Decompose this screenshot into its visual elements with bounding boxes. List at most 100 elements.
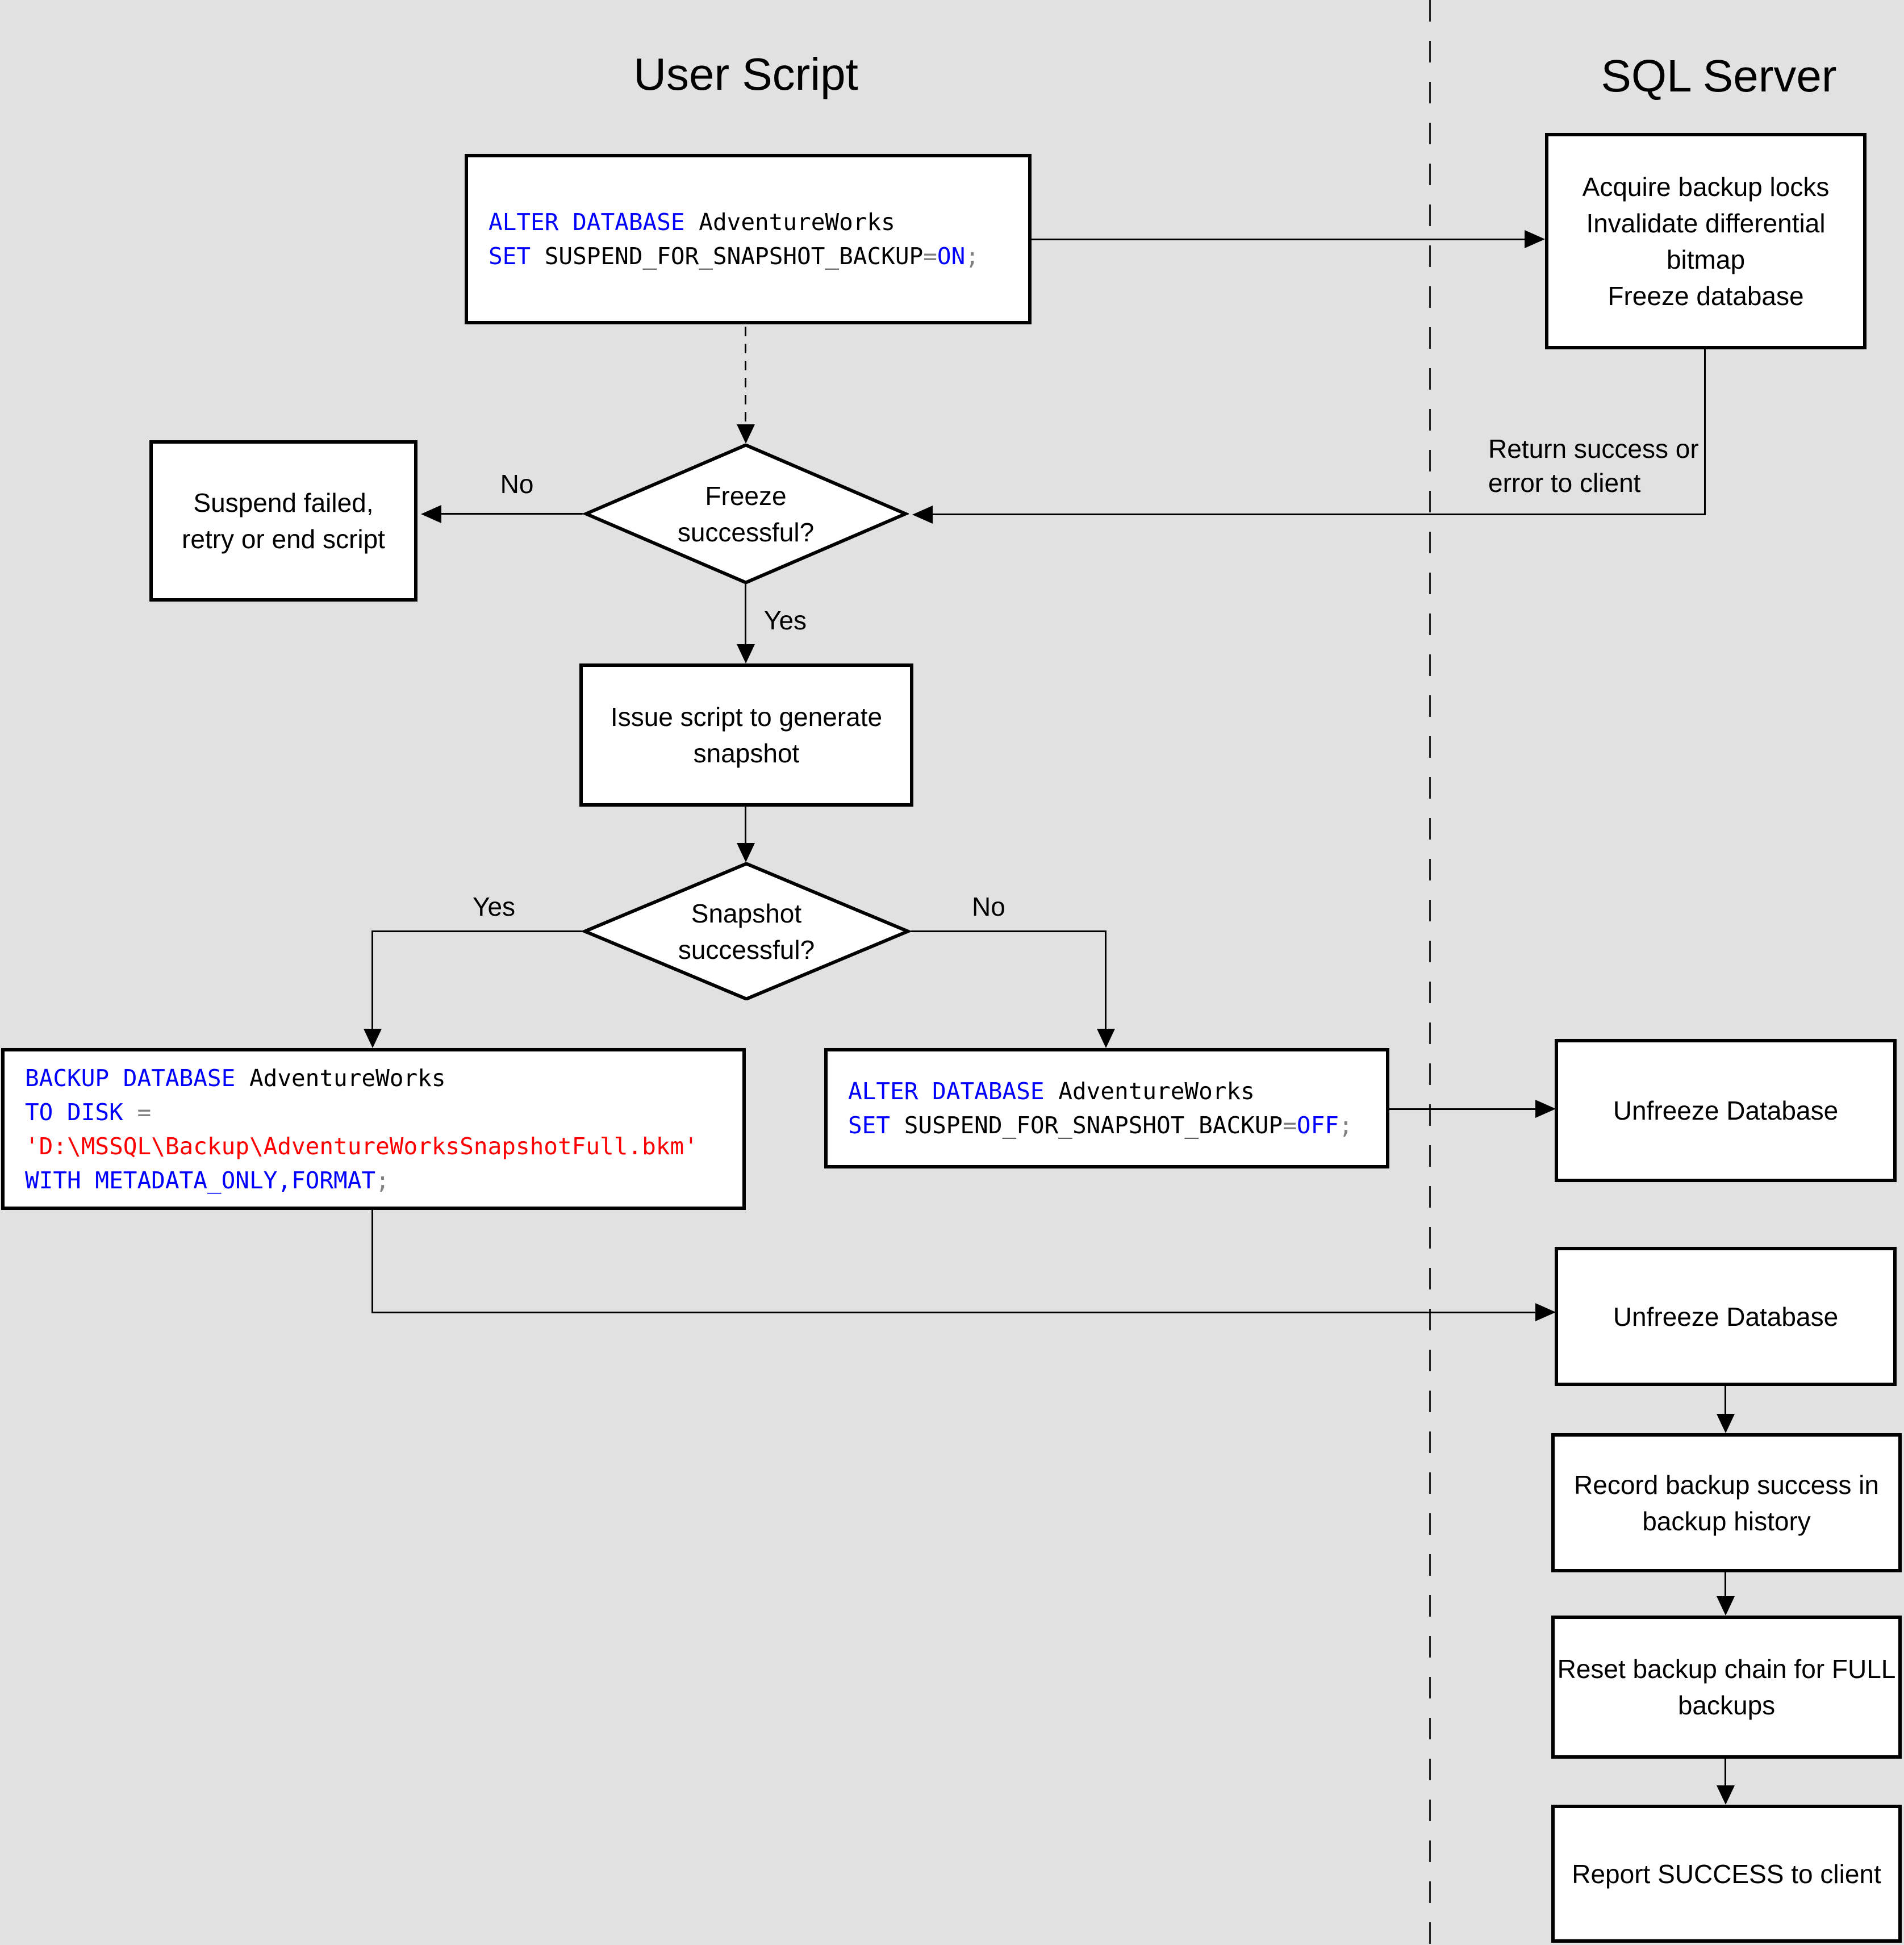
node-text: Suspend failed, [193,488,374,517]
arrowhead-into-freeze-decision [737,424,755,444]
sql-keyword: WITH METADATA_ONLY,FORMAT [25,1166,376,1194]
node-text: Reset backup chain for FULL [1557,1654,1896,1684]
edge-snapshot-no-horizontal [911,930,1106,932]
node-freeze-decision: Freeze successful? [583,444,909,584]
sql-keyword: ALTER DATABASE [488,208,685,236]
arrowhead-into-freeze-right [912,506,933,524]
node-suspend-failed: Suspend failed, retry or end script [149,440,417,602]
node-text: Unfreeze Database [1613,1096,1839,1125]
sql-operator: = [1283,1112,1297,1139]
node-text: backup history [1642,1506,1811,1536]
label-snapshot-yes: Yes [473,892,516,921]
node-text: Snapshot [691,898,802,928]
node-text: retry or end script [182,524,385,554]
arrowhead-into-acquire [1525,230,1545,248]
label-line: error to client [1488,468,1641,498]
node-text: successful? [677,517,815,547]
code-line: SET SUSPEND_FOR_SNAPSHOT_BACKUP=ON; [488,239,979,273]
sql-keyword: ALTER DATABASE [848,1078,1045,1105]
node-acquire-backup-locks: Acquire backup locks Invalidate differen… [1545,133,1867,349]
edge-return-status-vertical [1704,349,1706,515]
label-freeze-no: No [500,469,534,499]
sql-string: 'D:\MSSQL\Backup\AdventureWorksSnapshotF… [25,1132,698,1160]
node-reset-backup-chain: Reset backup chain for FULL backups [1551,1616,1902,1759]
node-text: Record backup success in [1574,1470,1879,1500]
edge-alteron-to-freeze [745,327,746,424]
label-line: Return success or [1488,434,1699,464]
node-record-backup-history: Record backup success in backup history [1551,1433,1902,1572]
edge-unfreeze2-to-record [1725,1386,1726,1415]
sql-identifier: SUSPEND_FOR_SNAPSHOT_BACKUP [531,243,924,270]
sql-keyword: TO DISK [25,1098,123,1126]
sql-operator: = [923,243,937,270]
node-text: Report SUCCESS to client [1572,1859,1881,1889]
sql-operator: ; [1338,1112,1353,1139]
sql-operator: = [137,1098,152,1126]
sql-identifier: AdventureWorks [1044,1078,1255,1105]
edge-alteron-to-acquire [1032,239,1525,240]
node-text: Invalidate differential [1586,208,1826,238]
arrowhead-into-record [1717,1414,1735,1433]
code-line: ALTER DATABASE AdventureWorks [848,1074,1255,1108]
node-text: Freeze [705,481,787,511]
sql-keyword: SET [848,1112,891,1139]
arrowhead-into-suspend [421,505,441,523]
sql-identifier: SUSPEND_FOR_SNAPSHOT_BACKUP [890,1112,1283,1139]
node-unfreeze-database-1: Unfreeze Database [1555,1039,1897,1182]
sql-identifier: AdventureWorks [235,1064,446,1092]
edge-record-to-reset [1725,1572,1726,1597]
node-text: successful? [678,934,815,965]
code-line: BACKUP DATABASE AdventureWorks [25,1061,446,1095]
label-freeze-yes: Yes [764,606,807,635]
node-alter-database-on: ALTER DATABASE AdventureWorks SET SUSPEN… [465,154,1032,324]
diamond-shape [583,444,909,584]
sql-identifier: AdventureWorks [684,208,895,236]
label-snapshot-no: No [972,892,1005,921]
edge-reset-to-report [1725,1759,1726,1787]
column-title-user-script: User Script [633,49,858,99]
sql-keyword: BACKUP DATABASE [25,1064,236,1092]
node-text: Freeze database [1607,281,1804,311]
node-snapshot-decision: Snapshot successful? [582,862,911,1000]
edge-snapshot-no-vertical [1105,930,1107,1030]
node-text: Issue script to generate [610,702,883,732]
edge-backup-down [371,1210,373,1313]
code-line: WITH METADATA_ONLY,FORMAT; [25,1163,390,1197]
node-alter-database-off: ALTER DATABASE AdventureWorks SET SUSPEN… [824,1048,1389,1168]
arrowhead-into-backup [364,1029,382,1048]
arrowhead-into-issue [737,644,755,663]
sql-keyword: SET [488,243,531,270]
code-line: TO DISK = [25,1095,151,1129]
sql-operator: ; [965,243,979,270]
edge-freeze-no [440,513,583,515]
sql-keyword: OFF [1296,1112,1339,1139]
code-line: 'D:\MSSQL\Backup\AdventureWorksSnapshotF… [25,1129,698,1163]
arrowhead-into-reset [1717,1596,1735,1616]
edge-return-status-horizontal [932,514,1706,515]
code-line: SET SUSPEND_FOR_SNAPSHOT_BACKUP=OFF; [848,1108,1353,1142]
node-backup-database: BACKUP DATABASE AdventureWorks TO DISK =… [1,1048,746,1210]
arrowhead-into-snapshot-decision [737,843,755,862]
edge-freeze-yes [745,584,746,645]
arrowhead-into-unfreeze1 [1535,1100,1556,1118]
node-text: Acquire backup locks [1582,172,1830,202]
arrowhead-into-alteroff [1097,1029,1115,1048]
node-text: Unfreeze Database [1613,1301,1839,1332]
node-text: snapshot [693,738,800,768]
arrowhead-into-unfreeze2 [1535,1303,1556,1321]
edge-snapshot-yes-horizontal [373,930,582,932]
arrowhead-into-report [1717,1785,1735,1805]
sql-keyword: ON [937,243,966,270]
node-issue-snapshot-script: Issue script to generate snapshot [579,663,913,807]
edge-issue-to-snapshot [745,807,746,844]
diamond-shape [582,862,911,1000]
code-line: ALTER DATABASE AdventureWorks [488,205,895,239]
lane-divider [1429,0,1431,1945]
sql-identifier [123,1099,137,1126]
edge-alteroff-to-unfreeze1 [1389,1108,1535,1110]
edge-snapshot-yes-vertical [371,930,373,1030]
node-text: bitmap [1666,244,1746,274]
node-report-success: Report SUCCESS to client [1551,1805,1902,1943]
column-title-sql-server: SQL Server [1601,51,1837,101]
